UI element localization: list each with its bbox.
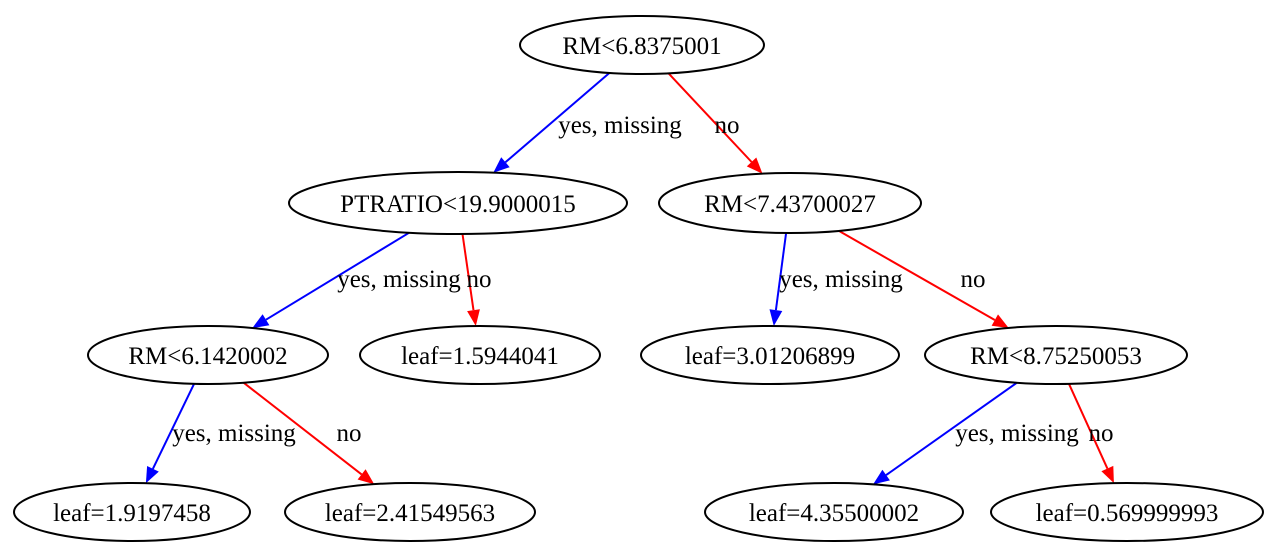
node-label: RM<6.8375001	[562, 33, 721, 60]
edge-label-yes: yes, missing	[172, 420, 296, 447]
node-label: leaf=3.01206899	[685, 343, 855, 370]
node-label: RM<6.1420002	[128, 343, 287, 370]
edge-n1-n4-no: no	[461, 233, 492, 326]
node-ellipse	[359, 325, 601, 385]
tree-node-split-n3: RM<6.1420002	[87, 325, 329, 385]
edge-root-n2-no: no	[667, 72, 763, 174]
node-ellipse	[924, 325, 1188, 385]
edge-n2-n5-yes: yes, missing	[769, 232, 903, 326]
node-label: RM<8.75250053	[970, 343, 1142, 370]
edge-line	[152, 383, 195, 470]
edge-line	[667, 72, 753, 163]
edge-n2-n6-no: no	[838, 229, 1009, 328]
edge-arrowhead	[1101, 465, 1114, 484]
edge-line	[885, 381, 1018, 476]
edge-arrowhead	[252, 314, 270, 329]
edge-line	[774, 232, 788, 311]
tree-node-leaf-n10: leaf=0.569999993	[990, 482, 1264, 542]
node-ellipse	[658, 172, 922, 234]
node-ellipse	[87, 325, 329, 385]
edge-line	[242, 381, 363, 476]
edge-arrowhead	[769, 309, 783, 326]
edge-n1-n3-yes: yes, missing	[252, 231, 461, 329]
tree-node-leaf-n5: leaf=3.01206899	[640, 325, 900, 385]
node-ellipse	[640, 325, 900, 385]
node-label: leaf=1.5944041	[401, 343, 559, 370]
edge-label-no: no	[1089, 420, 1114, 447]
node-ellipse	[519, 15, 765, 75]
node-label: leaf=4.35500002	[749, 500, 919, 527]
edge-label-yes: yes, missing	[337, 266, 461, 293]
node-label: RM<7.43700027	[704, 191, 876, 218]
tree-node-split-n1: PTRATIO<19.9000015	[288, 171, 628, 235]
edge-arrowhead	[357, 469, 375, 485]
tree-node-leaf-n8: leaf=2.41549563	[284, 482, 536, 542]
edge-label-yes: yes, missing	[558, 112, 682, 139]
tree-node-split-n6: RM<8.75250053	[924, 325, 1188, 385]
node-ellipse	[704, 482, 964, 542]
node-label: PTRATIO<19.9000015	[340, 191, 576, 218]
node-label: leaf=2.41549563	[325, 500, 495, 527]
edge-arrowhead	[991, 314, 1009, 328]
edge-arrowhead	[746, 157, 763, 174]
node-ellipse	[990, 482, 1264, 542]
edge-root-n1-yes: yes, missing	[493, 72, 682, 173]
edge-label-yes: yes, missing	[779, 266, 903, 293]
tree-node-split-n2: RM<7.43700027	[658, 172, 922, 234]
edge-label-no: no	[961, 266, 986, 293]
edge-line	[504, 72, 611, 164]
edge-label-no: no	[715, 112, 740, 139]
node-label: leaf=0.569999993	[1036, 500, 1219, 527]
edge-label-no: no	[337, 420, 362, 447]
tree-node-split-root: RM<6.8375001	[519, 15, 765, 75]
node-ellipse	[13, 482, 251, 542]
tree-node-leaf-n9: leaf=4.35500002	[704, 482, 964, 542]
edge-line	[265, 231, 410, 321]
edge-arrowhead	[873, 469, 890, 485]
node-ellipse	[288, 171, 628, 235]
tree-node-leaf-n4: leaf=1.5944041	[359, 325, 601, 385]
edge-n6-n10-no: no	[1068, 383, 1114, 484]
edge-line	[1068, 383, 1109, 470]
edge-label-no: no	[467, 266, 492, 293]
edge-arrowhead	[145, 466, 159, 484]
edge-line	[838, 229, 996, 321]
node-label: leaf=1.9197458	[53, 500, 211, 527]
edge-arrowhead	[467, 309, 480, 326]
edge-n6-n9-yes: yes, missing	[873, 381, 1079, 485]
edge-n3-n7-yes: yes, missing	[145, 383, 296, 484]
edge-n3-n8-no: no	[242, 381, 375, 485]
edge-arrowhead	[493, 157, 510, 173]
tree-node-leaf-n7: leaf=1.9197458	[13, 482, 251, 542]
edge-label-yes: yes, missing	[955, 420, 1079, 447]
node-ellipse	[284, 482, 536, 542]
edge-line	[461, 233, 475, 311]
